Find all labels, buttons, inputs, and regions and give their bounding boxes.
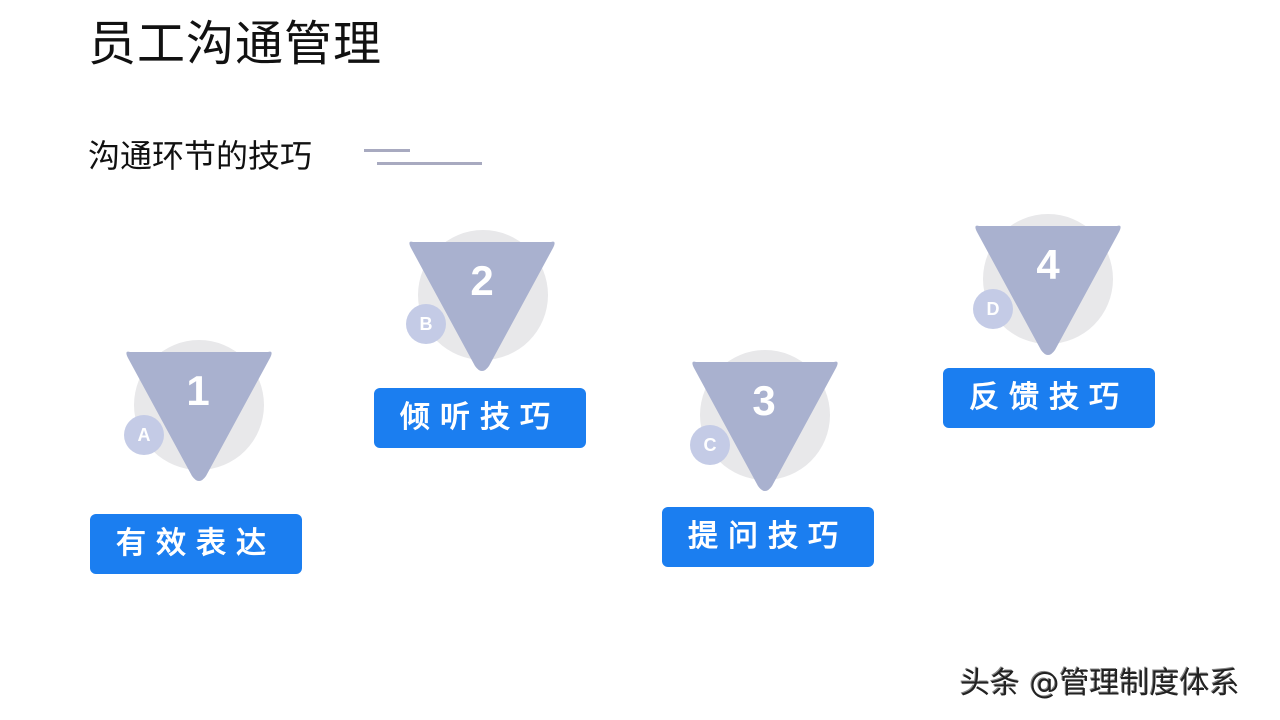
triangle-down-icon <box>692 361 838 491</box>
step-label-button[interactable]: 反馈技巧 <box>943 368 1155 428</box>
step-item-3: 3 C 提问技巧 <box>660 340 880 600</box>
watermark: 头条 @管理制度体系 <box>960 666 1240 701</box>
slide-title: 员工沟通管理 <box>88 16 383 72</box>
step-letter-badge: D <box>973 289 1013 329</box>
step-item-4: 4 D 反馈技巧 <box>940 200 1160 460</box>
step-letter-badge: B <box>406 304 446 344</box>
triangle-down-icon <box>126 351 272 481</box>
decorative-line-long <box>377 162 482 165</box>
step-letter-badge: C <box>690 425 730 465</box>
step-item-1: 1 A 有效表达 <box>88 330 308 590</box>
step-label-button[interactable]: 倾听技巧 <box>374 388 586 448</box>
step-label-button[interactable]: 提问技巧 <box>662 507 874 567</box>
section-subtitle: 沟通环节的技巧 <box>88 137 313 175</box>
step-number: 1 <box>186 367 210 414</box>
decorative-line-short <box>364 149 410 152</box>
step-number: 3 <box>752 377 776 424</box>
step-label-button[interactable]: 有效表达 <box>90 514 302 574</box>
step-item-2: 2 B 倾听技巧 <box>372 220 592 480</box>
step-number: 2 <box>470 257 494 304</box>
step-number: 4 <box>1036 241 1060 288</box>
triangle-down-icon <box>975 225 1121 355</box>
step-letter-badge: A <box>124 415 164 455</box>
triangle-down-icon <box>409 241 555 371</box>
